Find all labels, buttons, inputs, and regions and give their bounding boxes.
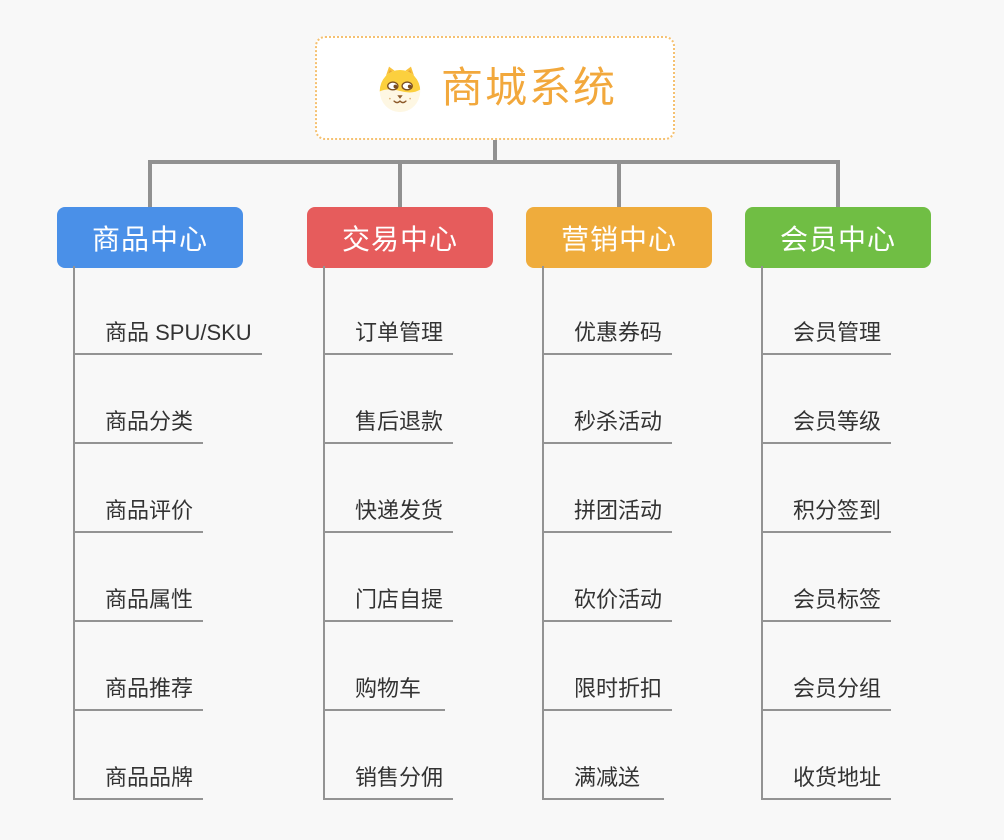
leaf-node[interactable]: 商品推荐 [75, 622, 204, 711]
leaf-node[interactable]: 订单管理 [325, 266, 454, 355]
branch-children-goods: 商品 SPU/SKU 商品分类 商品评价 商品属性 商品推荐 商品品牌 [73, 266, 262, 800]
branch-node-member-center[interactable]: 会员中心 [745, 207, 931, 268]
leaf-node[interactable]: 销售分佣 [325, 711, 454, 800]
leaf-node[interactable]: 售后退款 [325, 355, 454, 444]
leaf-node[interactable]: 会员管理 [763, 266, 892, 355]
leaf-node[interactable]: 秒杀活动 [544, 355, 673, 444]
root-node[interactable]: 商城系统 [315, 36, 675, 140]
leaf-node[interactable]: 限时折扣 [544, 622, 673, 711]
leaf-node[interactable]: 购物车 [325, 622, 445, 711]
branch-children-member: 会员管理 会员等级 积分签到 会员标签 会员分组 收货地址 [761, 266, 892, 800]
leaf-node[interactable]: 砍价活动 [544, 533, 673, 622]
leaf-node[interactable]: 商品评价 [75, 444, 204, 533]
branch-node-trade-center[interactable]: 交易中心 [307, 207, 493, 268]
root-title: 商城系统 [440, 64, 617, 111]
leaf-node[interactable]: 拼团活动 [544, 444, 673, 533]
connector-drop-marketing [617, 162, 621, 208]
leaf-node[interactable]: 商品分类 [75, 355, 204, 444]
leaf-node[interactable]: 会员等级 [763, 355, 892, 444]
branch-node-marketing-center[interactable]: 营销中心 [526, 207, 712, 268]
leaf-node[interactable]: 会员标签 [763, 533, 892, 622]
leaf-node[interactable]: 收货地址 [763, 711, 892, 800]
branch-node-goods-center[interactable]: 商品中心 [57, 207, 243, 268]
leaf-node[interactable]: 积分签到 [763, 444, 892, 533]
branch-children-trade: 订单管理 售后退款 快递发货 门店自提 购物车 销售分佣 [323, 266, 454, 800]
branch-children-marketing: 优惠券码 秒杀活动 拼团活动 砍价活动 限时折扣 满减送 [542, 266, 673, 800]
leaf-node[interactable]: 门店自提 [325, 533, 454, 622]
leaf-node[interactable]: 商品 SPU/SKU [75, 266, 262, 355]
connector-bus [148, 160, 840, 164]
leaf-node[interactable]: 快递发货 [325, 444, 454, 533]
dog-icon [379, 66, 421, 112]
leaf-node[interactable]: 商品属性 [75, 533, 204, 622]
connector-drop-member [836, 162, 840, 208]
leaf-node[interactable]: 商品品牌 [75, 711, 204, 800]
leaf-node[interactable]: 会员分组 [763, 622, 892, 711]
connector-drop-trade [398, 162, 402, 208]
connector-drop-goods [148, 162, 152, 208]
leaf-node[interactable]: 满减送 [544, 711, 664, 800]
leaf-node[interactable]: 优惠券码 [544, 266, 673, 355]
connector-root-stem [493, 140, 497, 162]
